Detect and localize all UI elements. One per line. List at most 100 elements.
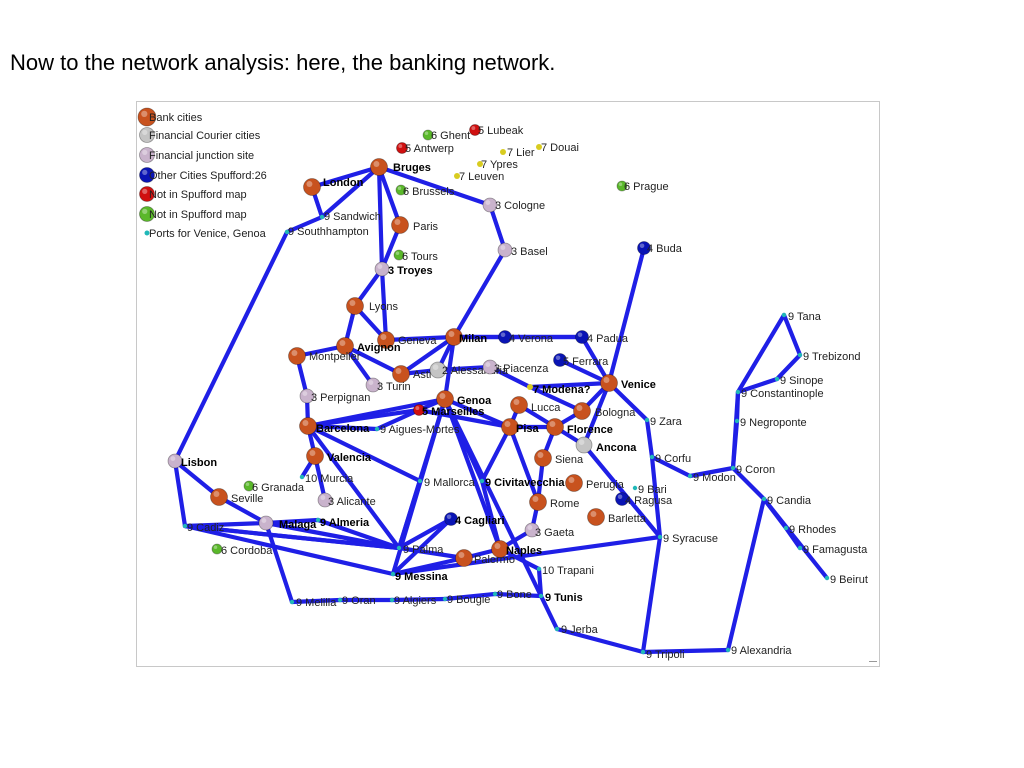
node-montpelier-highlight bbox=[291, 350, 298, 356]
node-cordoba bbox=[211, 543, 223, 555]
node-alessandria-highlight bbox=[432, 364, 439, 371]
node-label-pisa: Pisa bbox=[516, 423, 540, 435]
node-troyes bbox=[374, 261, 390, 277]
node-sinope bbox=[774, 376, 780, 382]
node-lucca bbox=[510, 396, 528, 414]
node-label-modena: 7 Modena? bbox=[533, 384, 591, 396]
legend-label-2: Financial junction site bbox=[149, 150, 254, 162]
node-label-turin: 3 Turin bbox=[377, 381, 411, 393]
edge-melilla-oran bbox=[289, 597, 343, 605]
node-label-sinope: 9 Sinope bbox=[780, 375, 823, 387]
node-label-bruges: Bruges bbox=[393, 162, 431, 174]
node-label-milan: Milan bbox=[459, 333, 487, 345]
edge-alessandria-piacenza bbox=[435, 364, 493, 373]
edge-syracuse-messina bbox=[390, 534, 663, 577]
node-ypres bbox=[477, 161, 483, 167]
node-label-granada: 6 Granada bbox=[252, 482, 305, 494]
node-granada-highlight bbox=[245, 482, 250, 486]
node-asti bbox=[392, 365, 410, 383]
node-label-florence: Florence bbox=[567, 424, 613, 436]
edge-piacenza-modena bbox=[487, 364, 533, 390]
edge-seville-lisbon bbox=[172, 458, 222, 500]
node-rhodes bbox=[783, 525, 789, 531]
node-messina bbox=[390, 571, 396, 577]
node-seville bbox=[210, 488, 228, 506]
legend-swatch-2 bbox=[139, 147, 155, 163]
edges-layer bbox=[172, 164, 830, 655]
edge-messina-cagliari bbox=[390, 516, 454, 577]
legend-label-4: Not in Spufford map bbox=[149, 189, 247, 201]
edge-genoa-civitavecchia bbox=[442, 396, 485, 484]
node-label-cologne: 3 Cologne bbox=[495, 200, 545, 212]
edge-barcelona-palma bbox=[305, 423, 402, 551]
edge-bone-tunis bbox=[492, 591, 544, 599]
edge-palma-almeria bbox=[315, 517, 402, 551]
node-genoa bbox=[436, 390, 454, 408]
edge-marseilles-barcelona bbox=[305, 407, 422, 429]
node-tunis bbox=[538, 593, 544, 599]
node-label-ypres: 7 Ypres bbox=[481, 159, 518, 171]
node-perpignan-highlight bbox=[302, 391, 308, 396]
edge-geneva-milan bbox=[383, 334, 457, 343]
node-ghent-highlight bbox=[424, 131, 429, 135]
node-label-coron: 9 Coron bbox=[736, 464, 775, 476]
edge-constantinople-coron bbox=[730, 389, 741, 471]
node-label-oran: 9 Oran bbox=[342, 595, 376, 607]
node-avignon bbox=[336, 337, 354, 355]
node-padua bbox=[575, 330, 589, 344]
node-alicante-highlight bbox=[320, 495, 326, 500]
edge-tunis-trapani bbox=[536, 566, 544, 599]
node-aigues bbox=[374, 426, 380, 432]
node-london bbox=[303, 178, 321, 196]
edge-modena-bologna bbox=[527, 384, 585, 414]
node-label-prague: 6 Prague bbox=[624, 181, 669, 193]
node-label-cadiz: 9 Cadiz bbox=[187, 522, 224, 534]
node-label-murcia: 10 Murcia bbox=[305, 473, 354, 485]
node-prague-highlight bbox=[618, 182, 623, 186]
edge-cagliari-palma bbox=[396, 516, 454, 551]
node-label-lier: 7 Lier bbox=[507, 147, 535, 159]
node-label-naples: Naples bbox=[506, 545, 542, 557]
node-label-piacenza: 3 Piacenza bbox=[494, 363, 549, 375]
node-label-barletta: Barletta bbox=[608, 513, 647, 525]
node-label-perugia: Perugia bbox=[586, 479, 625, 491]
legend-swatch-3 bbox=[139, 167, 155, 183]
node-pisa-highlight bbox=[504, 421, 511, 427]
node-ancona-highlight bbox=[578, 439, 585, 446]
edge-venice-zara bbox=[606, 380, 650, 423]
edge-ferrara-venice bbox=[557, 357, 612, 386]
node-bari bbox=[632, 485, 638, 491]
node-barletta-highlight bbox=[590, 511, 597, 517]
node-padua-highlight bbox=[577, 332, 583, 337]
node-negroponte bbox=[734, 418, 740, 424]
edge-cadiz-messina bbox=[182, 523, 396, 577]
edge-palermo-palma bbox=[396, 545, 467, 561]
node-naples bbox=[491, 540, 509, 558]
edge-bougie-bone bbox=[442, 591, 498, 602]
edge-modon-coron bbox=[687, 465, 736, 479]
node-brussels bbox=[395, 184, 407, 196]
node-label-alexandria: 9 Alexandria bbox=[731, 645, 792, 657]
node-label-tours: 6 Tours bbox=[402, 251, 438, 263]
node-malaga bbox=[258, 515, 274, 531]
node-avignon-highlight bbox=[339, 340, 346, 346]
node-label-constantinople: 9 Constantinople bbox=[741, 388, 824, 400]
node-perpignan bbox=[299, 388, 315, 404]
node-label-troyes: 3 Troyes bbox=[388, 265, 433, 277]
edge-london-bruges bbox=[309, 164, 382, 190]
node-modena bbox=[527, 384, 533, 390]
edge-constantinople-sinope bbox=[735, 376, 780, 395]
node-prague bbox=[616, 180, 628, 192]
node-alicante bbox=[317, 492, 333, 508]
node-verona bbox=[498, 330, 512, 344]
node-label-marseilles: 5 Marseilles bbox=[422, 406, 484, 418]
node-milan bbox=[445, 328, 463, 346]
node-label-lubeak: 5 Lubeak bbox=[478, 125, 524, 137]
node-lier bbox=[500, 149, 506, 155]
node-palma bbox=[396, 545, 402, 551]
node-florence bbox=[546, 418, 564, 436]
node-label-civitavecchia: 9 Civitavecchia bbox=[485, 477, 565, 489]
node-civitavecchia bbox=[479, 478, 485, 484]
edge-sandwich-southampton bbox=[284, 214, 325, 235]
